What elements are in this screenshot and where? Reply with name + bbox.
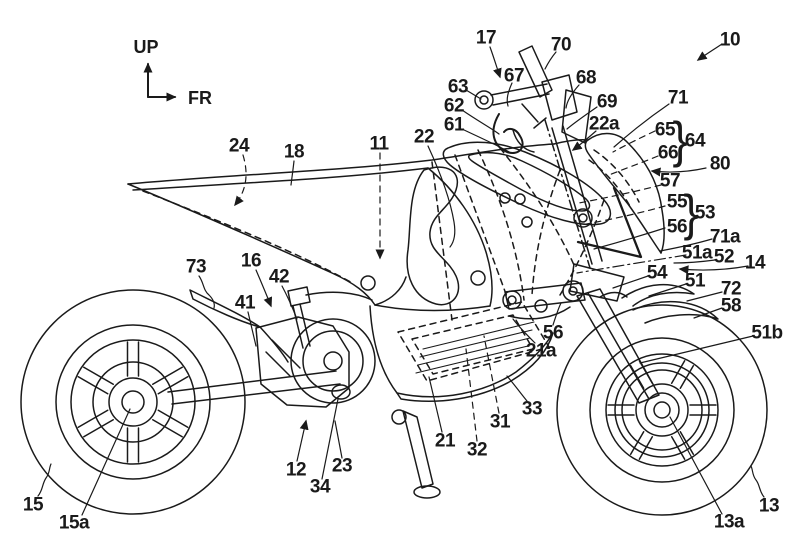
kickstand [391,409,441,499]
front-fork [502,125,719,404]
frame-spar [360,141,612,291]
battery-belly [369,301,554,402]
engine-unit [167,316,376,408]
rear-wheel [20,289,246,515]
rear-frame [189,286,373,363]
front-wheel [556,304,768,516]
axis-up-label: UP [133,37,159,57]
leader-lines-dashed [234,130,687,442]
hidden-frame-lines [431,119,605,321]
tail-seat [127,143,555,306]
orientation-arrows [143,62,177,102]
leader-lines-solid [37,51,765,516]
front-cowl [553,132,665,259]
leader-lines-arrow [255,43,749,462]
handlebar-assembly [474,45,592,154]
side-panel [374,166,493,312]
axis-fr-label: FR [188,88,212,108]
